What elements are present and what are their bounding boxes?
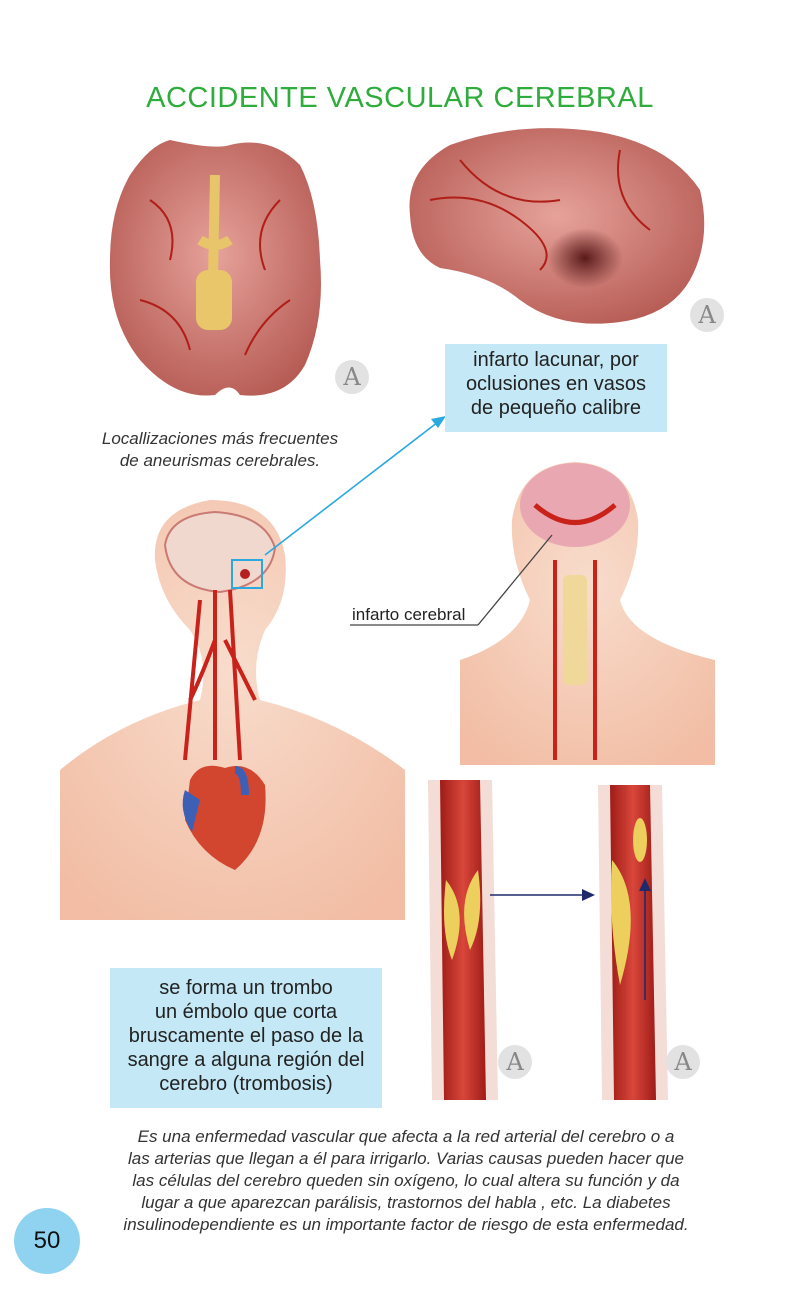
callout-line: de pequeño calibre xyxy=(470,397,642,419)
caption-line: de aneurismas cerebrales. xyxy=(119,451,321,470)
description-line: lugar a que aparezcan parálisis, trastor… xyxy=(141,1193,671,1212)
callout-line: bruscamente el paso de la xyxy=(128,1025,364,1047)
description-line: Es una enfermedad vascular que afecta a … xyxy=(137,1127,675,1146)
brain-lateral-view-illustration xyxy=(409,128,705,324)
thrombus-callout: se forma un trombo un émbolo que corta b… xyxy=(110,968,382,1108)
infarct-leader-line xyxy=(477,534,553,626)
front-torso-illustration xyxy=(60,500,405,920)
description-line: las arterias que llegan a él para irriga… xyxy=(128,1149,684,1168)
back-head-neck-illustration xyxy=(460,462,715,765)
aneurysm-caption: Locallizaciones más frecuentes de aneuri… xyxy=(70,428,370,472)
callout-line: sangre a alguna región del xyxy=(127,1049,365,1071)
callout-line: cerebro (trombosis) xyxy=(159,1073,333,1095)
callout-line: oclusiones en vasos xyxy=(465,373,647,395)
callout-line: infarto lacunar, por xyxy=(473,349,639,371)
description-line: las células del cerebro queden sin oxíge… xyxy=(132,1171,680,1190)
watermark-a-icon: A xyxy=(498,1045,532,1079)
artery-left-illustration xyxy=(428,780,498,1100)
brain-inferior-view-illustration xyxy=(109,140,321,396)
lacunar-arrow-line xyxy=(264,421,439,556)
watermark-a-icon: A xyxy=(335,360,369,394)
page-number-badge: 50 xyxy=(14,1208,80,1274)
watermark-a-icon: A xyxy=(690,298,724,332)
lacunar-infarct-callout: infarto lacunar, por oclusiones en vasos… xyxy=(445,344,667,432)
lacunar-arrow-head xyxy=(431,416,446,428)
cerebral-infarct-label: infarto cerebral xyxy=(352,605,466,624)
transition-arrow-head xyxy=(582,889,595,901)
artery-right-illustration xyxy=(598,785,668,1100)
caption-line: Locallizaciones más frecuentes xyxy=(101,429,339,448)
watermark-a-icon: A xyxy=(666,1045,700,1079)
callout-line: se forma un trombo xyxy=(159,977,333,999)
callout-line: un émbolo que corta xyxy=(154,1001,338,1023)
description-paragraph: Es una enfermedad vascular que afecta a … xyxy=(88,1126,724,1236)
description-line: insulinodependiente es un importante fac… xyxy=(123,1215,689,1234)
page-title: ACCIDENTE VASCULAR CEREBRAL xyxy=(146,82,654,114)
embolus-arrow-head xyxy=(639,878,651,891)
